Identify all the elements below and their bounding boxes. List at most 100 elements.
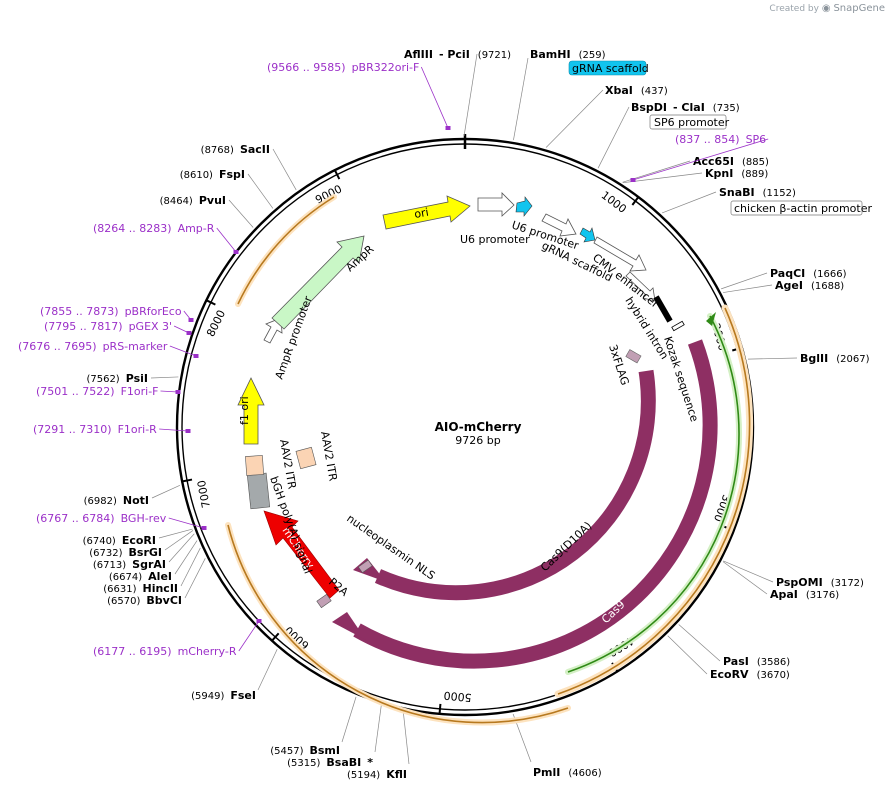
site-label-bspdi[interactable]: BspDI- ClaI(735) [631, 101, 740, 114]
site-label-bbvci[interactable]: (6570)BbvCI [107, 594, 182, 607]
cmv-enhancer-feature[interactable] [593, 236, 647, 272]
site-leader-lines [150, 53, 798, 765]
primer-mark [185, 429, 191, 433]
primer-mark [630, 178, 636, 182]
bgh-polya-feature[interactable] [246, 472, 271, 510]
p2a-feature[interactable] [316, 593, 332, 609]
site-label-afliii[interactable]: AflIII- PciI(9721) [404, 48, 511, 61]
site-label-bsrgi[interactable]: (6732)BsrGI [89, 546, 162, 559]
grna-scaffold-box [568, 60, 647, 76]
flag-feature[interactable] [625, 349, 642, 364]
primer-labels: (9566 .. 9585)pBR322ori-F (837 .. 854)SP6… [18, 61, 769, 658]
site-label-kfli[interactable]: (5194)KflI [347, 768, 407, 781]
site-label-alei[interactable]: (6674)AleI [109, 570, 172, 583]
site-label-agei[interactable]: AgeI(1688) [775, 279, 844, 292]
snapgene-watermark: Created by ◉ SnapGene [769, 3, 885, 14]
site-label-bglii[interactable]: BglII(2067) [800, 352, 870, 365]
f1-ori-feature[interactable] [237, 377, 265, 445]
primer-leader-line [169, 345, 197, 357]
primer-label-f1ori-f[interactable]: (7501 .. 7522)F1ori-F [36, 385, 159, 398]
site-leader-line [374, 705, 382, 753]
primer-label-pbrforeco[interactable]: (7855 .. 7873)pBRforEco [40, 305, 182, 318]
feature-label-f1-ori: f1 ori [238, 396, 251, 425]
primer-mark [186, 331, 192, 335]
site-label-psii[interactable]: (7562)PsiI [86, 372, 148, 385]
primer-label-f1ori-r[interactable]: (7291 .. 7310)F1ori-R [33, 423, 157, 436]
ruler-tick-label: 8000 [204, 308, 228, 339]
ampr-feature[interactable] [271, 235, 365, 330]
primer-mark [445, 126, 451, 130]
site-label-sacii[interactable]: (8768)SacII [201, 143, 270, 156]
orf-arc-green-halo [565, 313, 742, 675]
site-label-bsabi[interactable]: (5315)BsaBI* [287, 756, 373, 769]
hybrid-intron-feature[interactable] [653, 295, 673, 323]
site-label-snabi[interactable]: SnaBI(1152) [719, 186, 796, 199]
cas9-arrowhead [332, 612, 366, 640]
cas9-feature[interactable] [353, 339, 718, 669]
site-label-fspi[interactable]: (8610)FspI [180, 168, 245, 181]
site-label-acc65i[interactable]: Acc65I(885) [693, 155, 769, 168]
site-label-paqci[interactable]: PaqCI(1666) [770, 267, 847, 280]
primer-mark [175, 390, 181, 394]
site-leader-line [174, 540, 198, 575]
ruler-tick [270, 632, 280, 643]
site-label-pspomi[interactable]: PspOMI(3172) [776, 576, 864, 589]
site-leader-line [661, 191, 717, 214]
primer-mark [233, 250, 239, 254]
site-label-kpni[interactable]: KpnI(889) [705, 167, 768, 180]
kozak-feature[interactable] [671, 320, 685, 332]
site-label-fsei[interactable]: (5949)FseI [191, 689, 256, 702]
site-label-pasi[interactable]: PasI(3586) [723, 655, 790, 668]
nls-feature[interactable] [357, 559, 373, 574]
site-leader-line [678, 624, 721, 662]
aav2-itr-box-right[interactable] [295, 446, 317, 470]
site-leader-line [341, 696, 357, 743]
primer-label-bgh-rev[interactable]: (6767 .. 6784)BGH-rev [36, 512, 167, 525]
feature-label-flag: 3xFLAG [606, 343, 631, 387]
primer-label-sp6[interactable]: (837 .. 854)SP6 [675, 133, 766, 146]
primer-mark [188, 318, 194, 322]
site-label-pmli[interactable]: PmlI(4606) [533, 766, 602, 779]
site-label-hincii[interactable]: (6631)HincII [103, 582, 178, 595]
primer-label-amp-r[interactable]: (8264 .. 8283)Amp-R [93, 222, 215, 235]
chicken-actin-box-label: chicken β-actin promoter [734, 202, 872, 215]
grna-scaffold-a-feature[interactable] [515, 196, 533, 217]
site-leader-line [257, 649, 278, 691]
watermark-brand: SnapGene [833, 3, 885, 14]
site-label-pvui[interactable]: (8464)PvuI [160, 194, 226, 207]
primer-label-pbr322ori-f[interactable]: (9566 .. 9585)pBR322ori-F [267, 61, 419, 74]
site-label-ecori[interactable]: (6740)EcoRI [83, 534, 156, 547]
aav2-itr-box-left[interactable] [245, 455, 264, 476]
primer-leader-line [420, 66, 449, 129]
primer-mark [201, 526, 207, 530]
site-labels: AflIII- PciI(9721) BamHI(259) XbaI(437) Bsp… [83, 48, 870, 781]
site-label-ecorv[interactable]: EcoRV(3670) [710, 668, 790, 681]
mcherry-feature[interactable] [263, 510, 340, 599]
site-label-noti[interactable]: (6982)NotI [84, 494, 149, 507]
site-label-bsmi[interactable]: (5457)BsmI [270, 744, 340, 757]
u6-promoter-a-feature[interactable] [477, 192, 515, 217]
primer-leader-line [216, 227, 237, 253]
site-leader-line [158, 528, 193, 539]
site-leader-line [667, 635, 708, 675]
site-label-apai[interactable]: ApaI(3176) [770, 588, 839, 601]
primer-label-mcherry-r[interactable]: (6177 .. 6195)mCherry-R [93, 645, 237, 658]
ori-feature[interactable] [382, 195, 471, 230]
site-leader-line [721, 272, 768, 290]
chicken-actin-feature[interactable] [625, 271, 656, 302]
site-label-sgrai[interactable]: (6713)SgrAI [93, 558, 166, 571]
primer-leader-line [238, 620, 260, 652]
snapgene-logo-icon: ◉ [821, 3, 831, 14]
chicken-actin-box [730, 200, 863, 216]
ruler-tick [181, 478, 193, 483]
primer-label-pgex-3-[interactable]: (7795 .. 7817)pGEX 3' [44, 320, 172, 333]
site-leader-line [723, 560, 774, 583]
cas9-d10a-feature[interactable] [374, 369, 656, 601]
feature-label-aav2-itr-b: AAV2 ITR [318, 430, 340, 482]
site-label-xbai[interactable]: XbaI(437) [605, 84, 668, 97]
primer-label-prs-marker[interactable]: (7676 .. 7695)pRS-marker [18, 340, 168, 353]
site-leader-line [180, 547, 201, 587]
u6-promoter-b-feature[interactable] [541, 213, 577, 237]
site-label-bamhi[interactable]: BamHI(259) [530, 48, 606, 61]
grna-scaffold-b-feature[interactable] [579, 227, 596, 243]
